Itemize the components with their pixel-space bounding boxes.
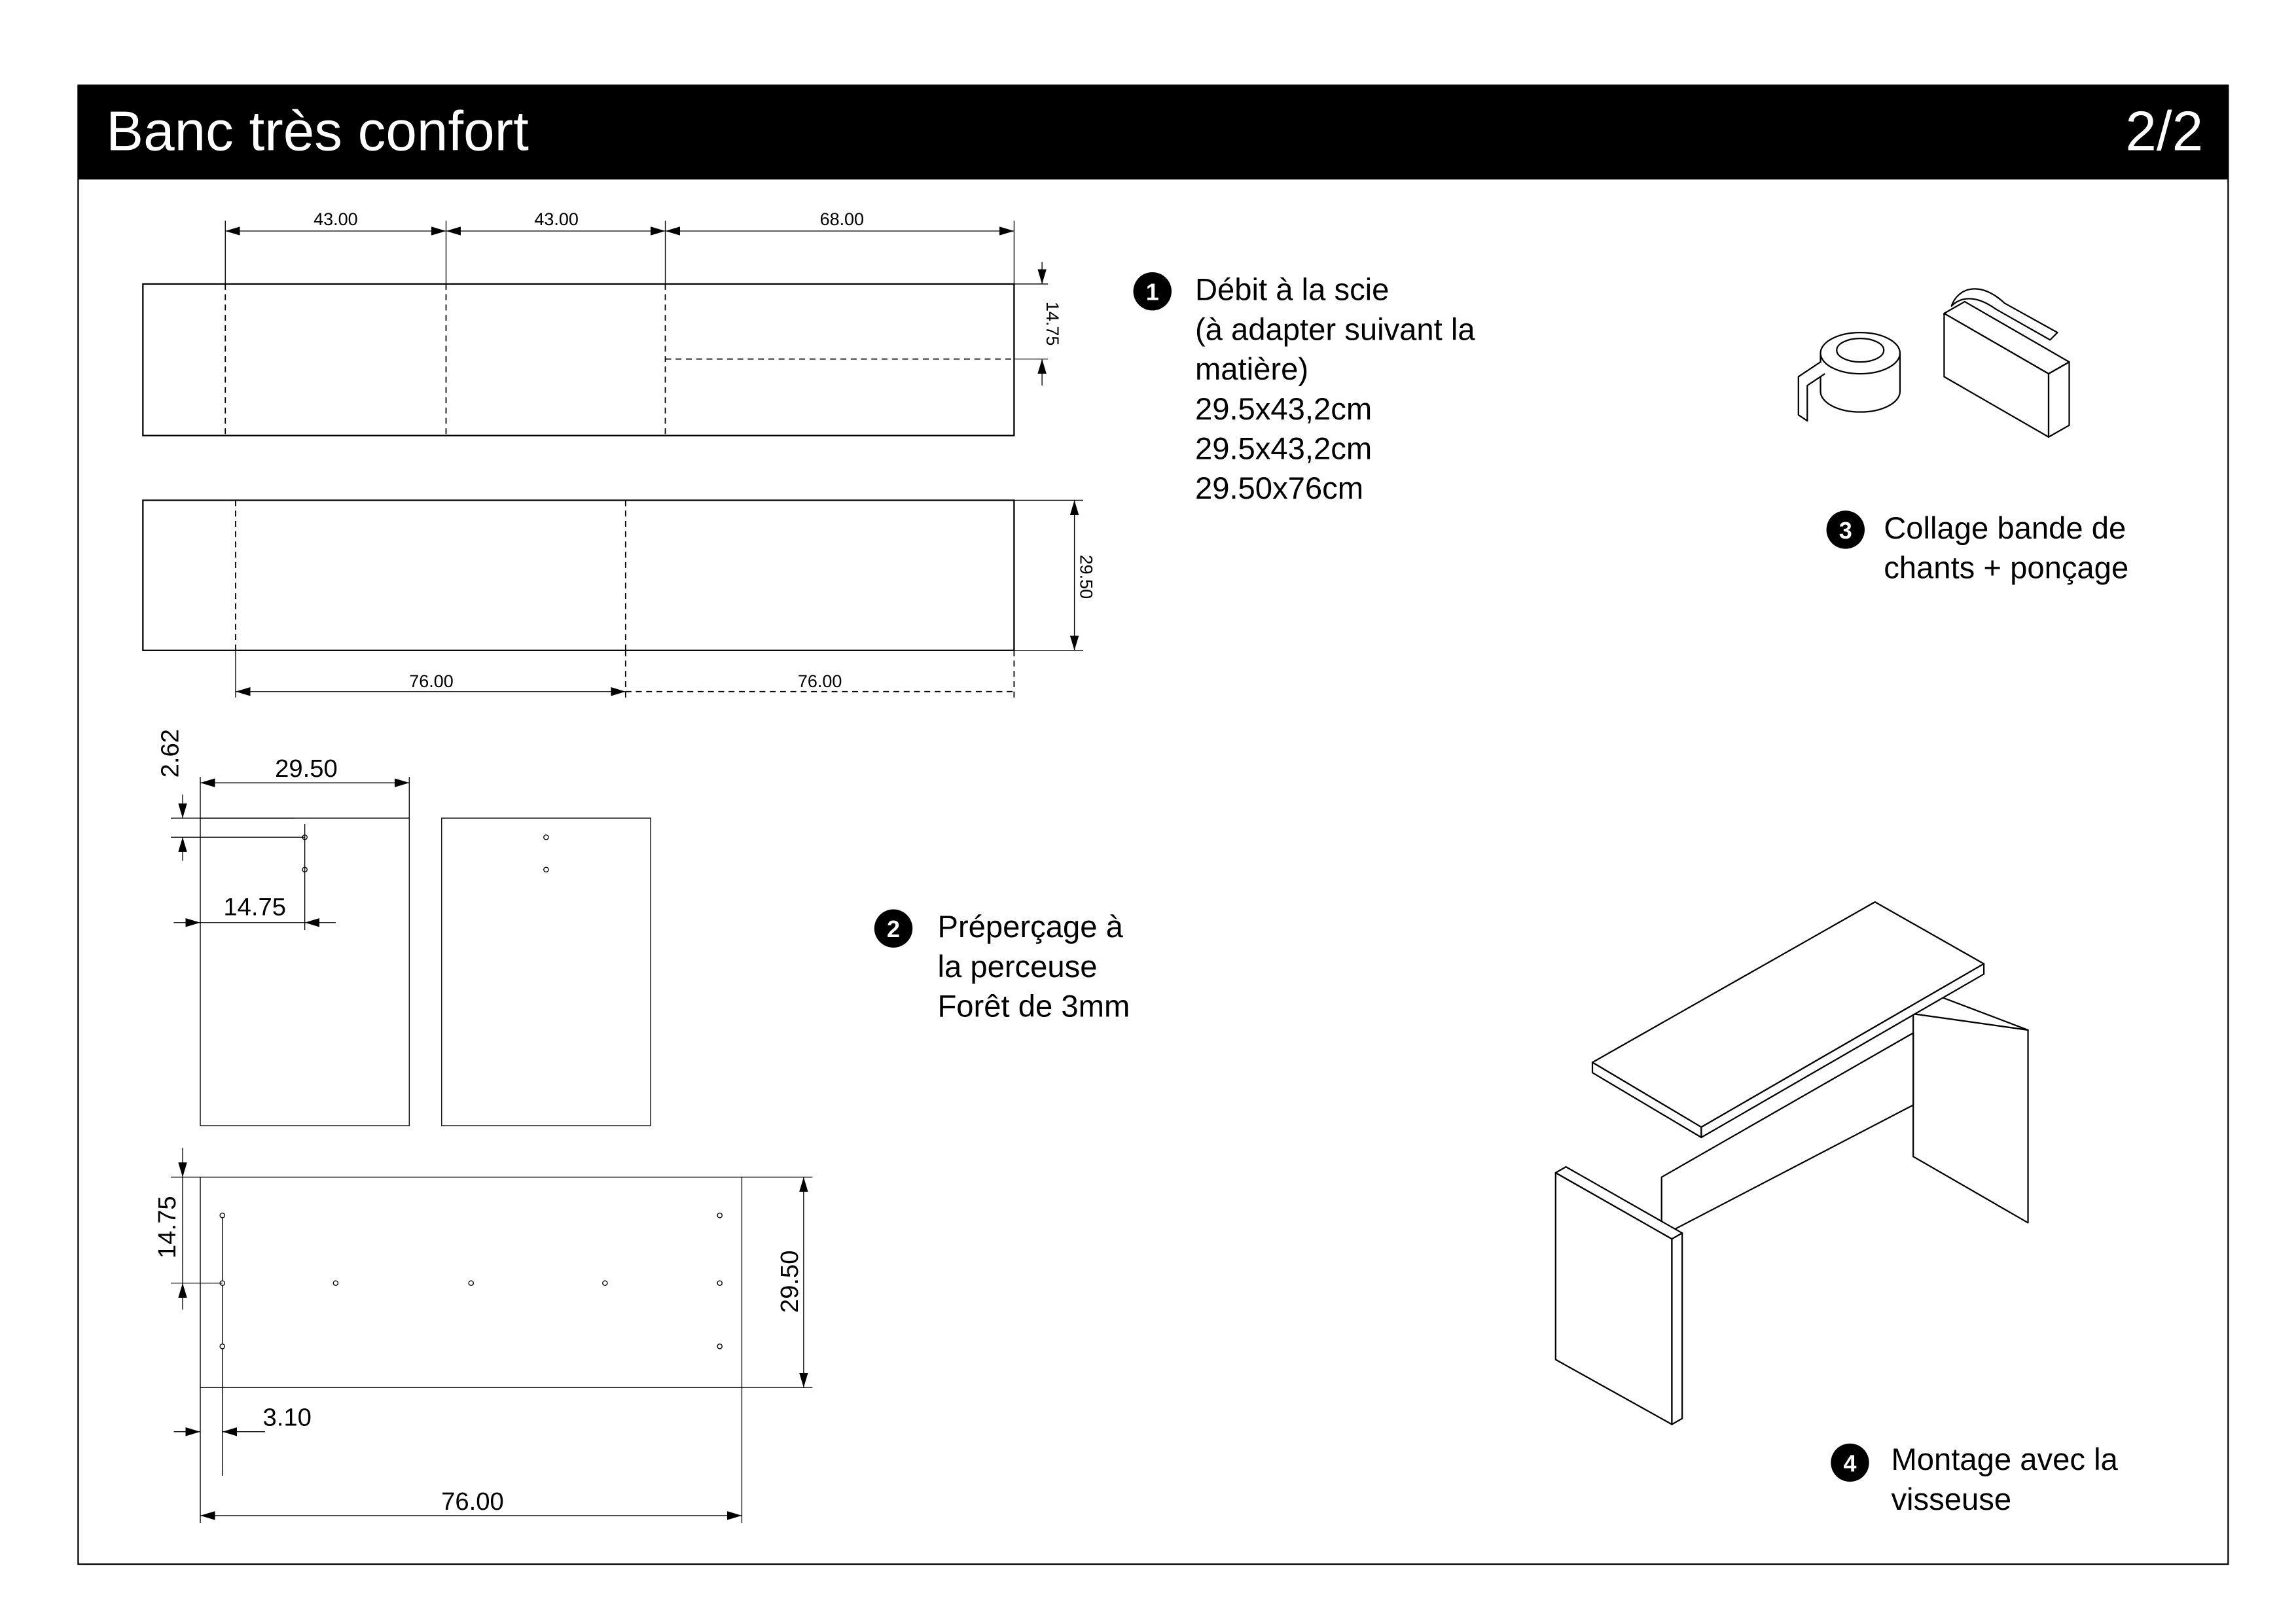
step-number: 4 <box>1843 1450 1856 1476</box>
dim-label: 76.00 <box>441 1488 504 1516</box>
step-number-badge <box>1831 1443 1869 1482</box>
dim-label: 29.50 <box>275 755 338 783</box>
header-bar <box>78 85 2229 180</box>
dim-label: 29.50 <box>1077 555 1096 599</box>
dim-label: 43.00 <box>314 209 357 229</box>
dim-label: 3.10 <box>262 1404 311 1432</box>
dim-label: 14.75 <box>223 893 286 921</box>
dim-label: 14.75 <box>153 1196 181 1258</box>
page-number: 2/2 <box>2125 100 2203 162</box>
cut-plan-board-1: 43.00 43.00 68.00 14.75 <box>142 209 1062 437</box>
edge-banding-tape-icon <box>1797 332 1901 422</box>
edge-banded-board-icon <box>1943 288 2070 438</box>
cut-plan-board-2: 76.00 76.00 29.50 <box>142 499 1096 698</box>
step-number: 3 <box>1839 517 1852 544</box>
dim-label: 76.00 <box>798 671 842 691</box>
step-number: 1 <box>1146 279 1159 306</box>
dim-label: 29.50 <box>776 1251 804 1313</box>
bench-assembly-illustration <box>1554 901 2029 1425</box>
step-number-badge <box>1826 510 1865 549</box>
step-number: 2 <box>887 916 900 942</box>
dim-label: 14.75 <box>1043 302 1062 346</box>
step-number-badge <box>1133 272 1172 311</box>
step-number-badge <box>874 909 913 948</box>
drill-plan-seat: 14.75 29.50 3.10 76.00 <box>153 1147 813 1524</box>
dim-label: 68.00 <box>820 209 865 229</box>
page-title: Banc très confort <box>106 100 529 162</box>
dim-label: 2.62 <box>156 729 184 777</box>
dim-label: 43.00 <box>534 209 579 229</box>
drill-plan-side-panels: 29.50 2.62 14.75 <box>156 729 651 1126</box>
dim-label: 76.00 <box>409 671 454 691</box>
